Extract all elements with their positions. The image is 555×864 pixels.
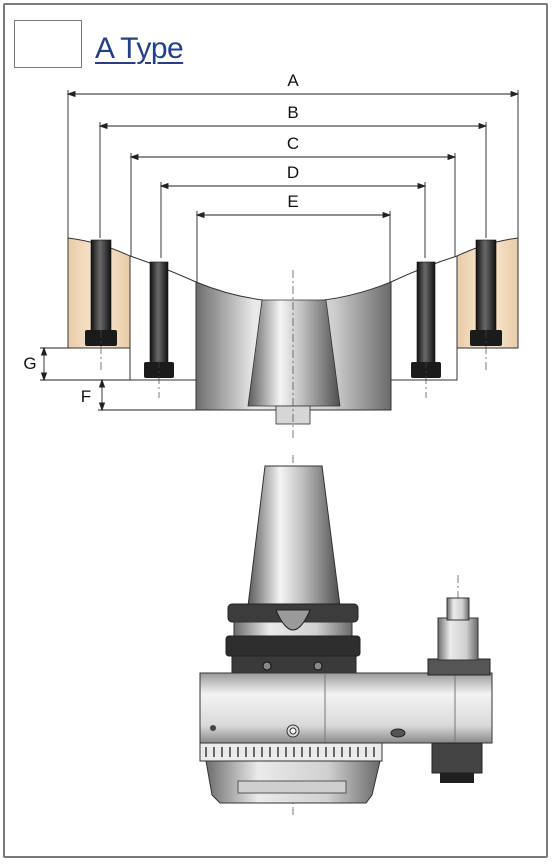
- angle-head-tool: [199, 465, 493, 804]
- page-title: A Type: [95, 32, 184, 65]
- dim-label-f: F: [81, 387, 91, 406]
- dimension-lines: [40, 90, 520, 412]
- dim-label-c: C: [287, 134, 299, 153]
- type-checkbox[interactable]: [14, 20, 82, 68]
- bolt-inner-left: [144, 261, 174, 378]
- dim-label-g: G: [23, 354, 36, 373]
- dim-label-b: B: [287, 103, 298, 122]
- dim-label-a: A: [287, 71, 299, 90]
- dim-label-e: E: [287, 192, 298, 211]
- dim-label-d: D: [287, 163, 299, 182]
- mounting-face-section: [67, 237, 519, 425]
- bolt-inner-right: [411, 261, 441, 378]
